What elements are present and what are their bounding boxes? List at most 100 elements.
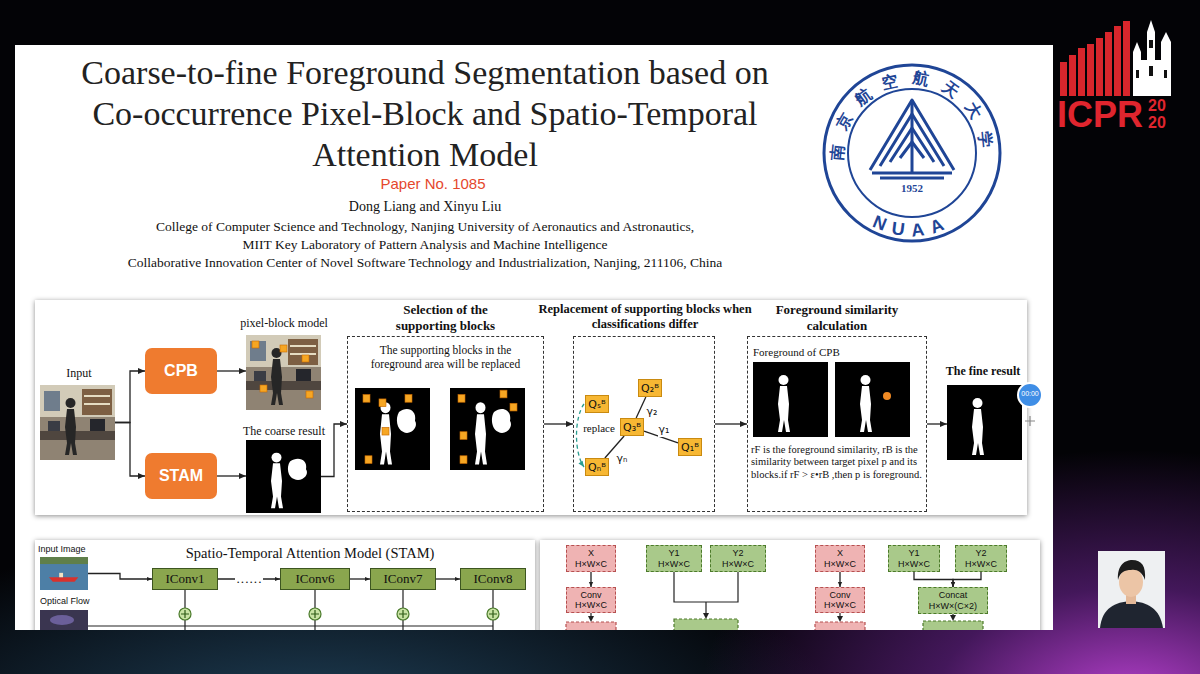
affiliation: Collaborative Innovation Center of Novel… — [60, 255, 790, 271]
connector — [544, 421, 573, 427]
tensor-box: XH×W×C — [566, 545, 616, 572]
stam-details — [40, 590, 499, 630]
text-slot: Foreground of CPB — [753, 346, 923, 359]
block-box: Qₛᴮ — [585, 395, 609, 413]
image-node: The fine result — [940, 364, 1026, 462]
node-text: Y1 — [668, 548, 679, 558]
paper-number: Paper No. 1085 — [233, 175, 633, 193]
node-text: Replacement of supporting blocks when cl… — [538, 302, 752, 332]
slide: 南京航空航天大学 NUAA — [15, 45, 1053, 630]
connector — [715, 421, 747, 427]
node-text: STAM — [159, 466, 203, 485]
label-slot: 1952 — [892, 182, 932, 195]
connector — [951, 572, 981, 587]
text-slot: Spatio-Temporal Attention Model (STAM) — [160, 545, 460, 562]
label-slot: ······ — [209, 572, 289, 590]
tensor-box: XH×W×C — [815, 545, 865, 572]
node-text: Foreground of CPB — [753, 346, 923, 359]
node-text: pixel-block model — [236, 316, 332, 330]
node-text: Q₂ᴮ — [641, 383, 659, 394]
university-name: 南京航空航天大学 — [827, 68, 997, 162]
stage-box: Replacement of supporting blocks when cl… — [538, 300, 752, 512]
node-text: The coarse result — [236, 424, 332, 438]
node-text: CPB — [164, 361, 198, 380]
label-slot: 20 — [1148, 98, 1172, 114]
process-box: CPB — [145, 348, 217, 394]
node-text: Spatio-Temporal Attention Model (STAM) — [160, 545, 460, 562]
text-slot: The coarse result — [236, 424, 332, 438]
text-slot: Replacement of supporting blocks when cl… — [538, 302, 752, 332]
node-text: Q₁ᴮ — [681, 442, 699, 453]
block-box: Q₂ᴮ — [638, 379, 662, 397]
image-figure — [753, 362, 828, 437]
node-text: Qₛᴮ — [588, 399, 606, 410]
label-slot: 20 — [1148, 115, 1172, 131]
node-text: Input Image — [38, 544, 98, 555]
connector — [115, 368, 145, 422]
layer-box: IConv1 — [152, 568, 218, 590]
label-slot: Optical Flow — [40, 596, 110, 607]
connector — [644, 431, 678, 443]
node-text: Qₙᴮ — [588, 462, 606, 473]
text-slot: The supporting blocks in the foreground … — [353, 344, 538, 372]
text-slot: Input — [40, 366, 118, 380]
panel-node: Spatio-Temporal Attention Model (STAM) In… — [35, 540, 535, 630]
edge-label: γₙ — [616, 452, 629, 466]
image-node: The coarse result — [236, 424, 332, 514]
tensor-box: Y1H×W×C — [646, 545, 702, 572]
image-figure — [246, 335, 321, 410]
node-text: H×W×C — [575, 559, 607, 569]
connector — [218, 577, 280, 581]
label-layer: Coarse-to-fine Foreground Segmentation b… — [15, 45, 1053, 630]
node-text: Input — [40, 366, 118, 380]
node-text: The supporting blocks in the foreground … — [353, 344, 538, 372]
node-text: IConv8 — [474, 572, 513, 586]
node-text: H×W×C — [824, 600, 856, 610]
playback-widget — [15, 45, 1053, 630]
title: Coarse-to-fine Foreground Segmentation b… — [60, 52, 790, 175]
connector — [605, 436, 624, 458]
block-box: Q₃ᴮ — [620, 418, 644, 436]
university-abbreviation: NUAA — [870, 211, 954, 240]
node-text: Y1 — [908, 548, 919, 558]
text-slot: The fine result — [940, 364, 1026, 378]
logo-year: 1952 — [892, 182, 932, 195]
connector — [436, 577, 460, 581]
connector — [589, 572, 593, 587]
figure-frame — [573, 336, 715, 512]
tensor-box: ConvH×W×C — [566, 587, 616, 613]
image-figure — [947, 385, 1022, 460]
node-text: Y2 — [732, 548, 743, 558]
edge-label: replace — [582, 421, 616, 435]
text-slot: pixel-block model — [236, 316, 332, 330]
node-text: H×W×C — [658, 559, 690, 569]
tensor-box: ConcatH×W×(C×2) — [918, 587, 988, 614]
figure-frame — [246, 335, 321, 410]
connector — [838, 572, 842, 587]
block-box: Qₙᴮ — [585, 458, 609, 476]
illustration: 南京航空航天大学 NUAA — [15, 45, 1053, 630]
label-slot: Dong Liang and Xinyu Liu — [225, 199, 625, 216]
text-slot: Selection of the supporting blocks — [380, 302, 511, 333]
conference-year: 20 — [1148, 98, 1172, 114]
stage-box: Selection of the supporting blocksThe su… — [345, 300, 546, 512]
label-slot: Collaborative Innovation Center of Novel… — [60, 255, 790, 271]
image-figure — [40, 385, 115, 460]
figure-frame — [40, 557, 88, 590]
node-text: X — [837, 548, 843, 558]
node-text: X — [588, 548, 594, 558]
tensor-box: ConvH×W×C — [815, 587, 865, 613]
connector — [88, 574, 152, 582]
node-text: IConv6 — [296, 572, 335, 586]
node-layer: Input CPB STAM pixel-block modelThe coarse … — [15, 45, 1053, 630]
node-text: H×W×C — [898, 559, 930, 569]
tensor-box: Y2H×W×C — [955, 545, 1007, 572]
edge-label: γ₂ — [646, 405, 659, 419]
node-text: Conv — [580, 590, 601, 600]
connector — [115, 423, 145, 479]
label-slot: γ₂ — [612, 401, 692, 419]
connector — [217, 473, 246, 479]
connector — [350, 577, 370, 581]
figure-frame — [947, 385, 1022, 460]
